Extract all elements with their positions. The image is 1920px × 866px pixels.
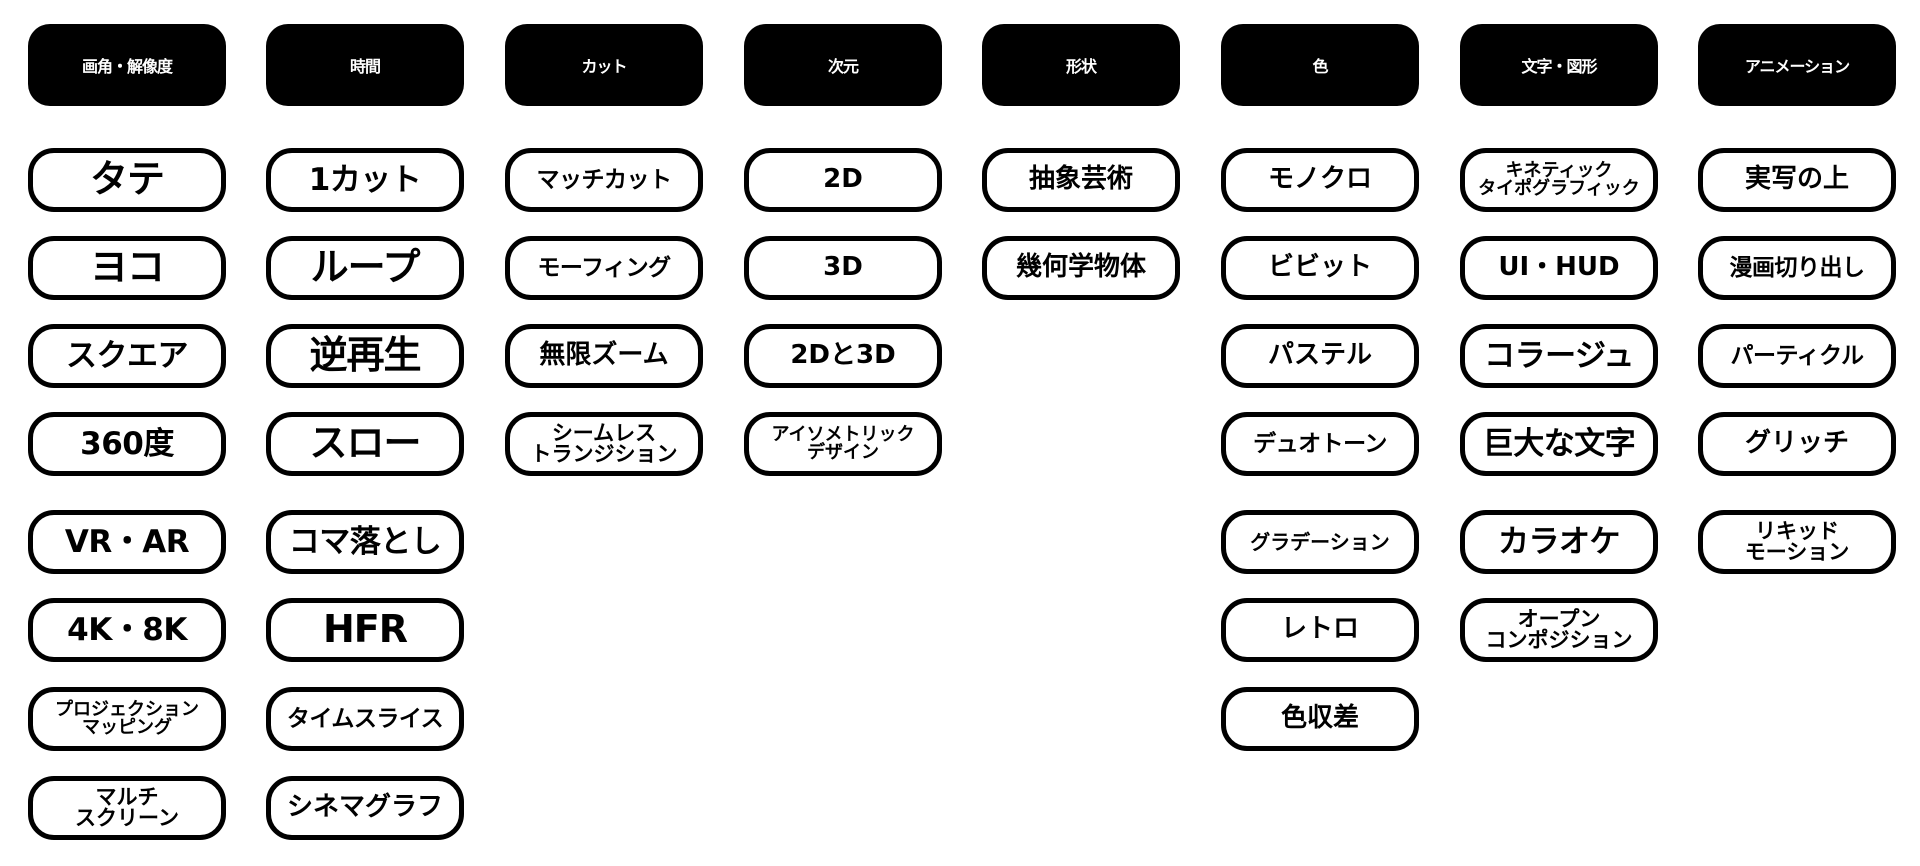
tag-pill: パーティクル (1698, 324, 1896, 388)
tag-pill: 4K・8K (28, 598, 226, 662)
tag-pill: 360度 (28, 412, 226, 476)
tag-pill: 抽象芸術 (982, 148, 1180, 212)
tag-pill: 2D (744, 148, 942, 212)
tag-pill: 幾何学物体 (982, 236, 1180, 300)
tag-pill: 漫画切り出し (1698, 236, 1896, 300)
tag-pill: 実写の上 (1698, 148, 1896, 212)
category-header: アニメーション (1698, 24, 1896, 106)
tag-pill: スロー (266, 412, 464, 476)
tag-pill: 逆再生 (266, 324, 464, 388)
tag-pill: HFR (266, 598, 464, 662)
tag-pill: VR・AR (28, 510, 226, 574)
tag-pill: マルチ スクリーン (28, 776, 226, 840)
tag-pill: グラデーション (1221, 510, 1419, 574)
tag-pill: ヨコ (28, 236, 226, 300)
category-header: 色 (1221, 24, 1419, 106)
tag-pill: 2Dと3D (744, 324, 942, 388)
category-header: 画角・解像度 (28, 24, 226, 106)
tag-pill: タイムスライス (266, 687, 464, 751)
tag-pill: デュオトーン (1221, 412, 1419, 476)
category-header: 次元 (744, 24, 942, 106)
tag-pill: オープン コンポジション (1460, 598, 1658, 662)
tag-pill: モーフィング (505, 236, 703, 300)
tag-pill: 色収差 (1221, 687, 1419, 751)
tag-pill: レトロ (1221, 598, 1419, 662)
tag-pill: グリッチ (1698, 412, 1896, 476)
tag-pill: ループ (266, 236, 464, 300)
category-header: 文字・図形 (1460, 24, 1658, 106)
tag-pill: ビビット (1221, 236, 1419, 300)
tag-pill: モノクロ (1221, 148, 1419, 212)
tag-pill: マッチカット (505, 148, 703, 212)
tag-pill: コラージュ (1460, 324, 1658, 388)
tag-pill: UI・HUD (1460, 236, 1658, 300)
tag-pill: パステル (1221, 324, 1419, 388)
tag-pill: コマ落とし (266, 510, 464, 574)
tag-pill: スクエア (28, 324, 226, 388)
tag-pill: シームレス トランジション (505, 412, 703, 476)
tag-pill: シネマグラフ (266, 776, 464, 840)
tag-pill: 1カット (266, 148, 464, 212)
tag-pill: リキッド モーション (1698, 510, 1896, 574)
tag-pill: 3D (744, 236, 942, 300)
tag-pill: プロジェクション マッピング (28, 687, 226, 751)
category-header: カット (505, 24, 703, 106)
tag-pill: タテ (28, 148, 226, 212)
tag-pill: 巨大な文字 (1460, 412, 1658, 476)
category-header: 形状 (982, 24, 1180, 106)
tag-pill: カラオケ (1460, 510, 1658, 574)
category-header: 時間 (266, 24, 464, 106)
tag-board: 画角・解像度タテヨコスクエア 360度 VR・AR 4K・8K プロジェクション マッピ… (28, 24, 1898, 854)
tag-pill: キネティック タイポグラフィック (1460, 148, 1658, 212)
tag-pill: 無限ズーム (505, 324, 703, 388)
tag-pill: アイソメトリック デザイン (744, 412, 942, 476)
